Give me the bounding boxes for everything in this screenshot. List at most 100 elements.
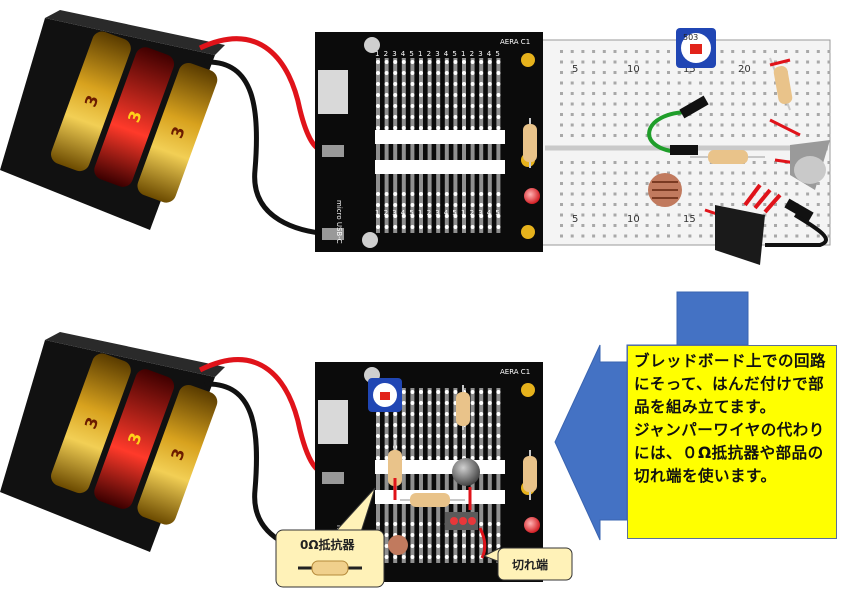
pcb-hole bbox=[427, 533, 432, 537]
breadboard-hole bbox=[677, 123, 681, 127]
breadboard-hole bbox=[613, 192, 617, 196]
pcb-hole bbox=[410, 192, 415, 196]
pcb-hole bbox=[444, 434, 449, 438]
pcb-hole bbox=[487, 71, 492, 75]
breadboard-hole bbox=[645, 60, 649, 64]
transistor-bottom bbox=[445, 512, 478, 530]
breadboard-hole bbox=[667, 71, 670, 74]
pcb-hole bbox=[444, 82, 449, 86]
breadboard-hole bbox=[774, 50, 777, 53]
pcb-hole bbox=[427, 390, 432, 394]
pcb-hole bbox=[384, 93, 389, 97]
pcb-hole bbox=[496, 82, 501, 86]
breadboard-hole bbox=[806, 102, 810, 106]
breadboard-hole bbox=[795, 60, 799, 64]
breadboard-hole bbox=[570, 182, 574, 185]
pcb-hole bbox=[393, 412, 398, 416]
breadboard-hole bbox=[581, 171, 585, 175]
pcb-row-number: 1 bbox=[375, 50, 379, 58]
breadboard-hole bbox=[667, 171, 670, 175]
breadboard-hole bbox=[688, 234, 692, 238]
pcb-hole bbox=[419, 522, 423, 526]
pcb-hole bbox=[436, 126, 441, 130]
pcb-hole bbox=[444, 137, 449, 141]
breadboard-hole bbox=[560, 113, 563, 116]
breadboard-hole bbox=[570, 213, 574, 217]
breadboard-hole bbox=[634, 161, 638, 164]
breadboard-hole bbox=[774, 161, 777, 164]
pcb-row-number: 2 bbox=[427, 209, 431, 217]
pcb-hole bbox=[436, 533, 441, 537]
pcb-hole bbox=[384, 214, 389, 218]
breadboard-hole bbox=[656, 71, 660, 74]
breadboard-hole bbox=[709, 81, 713, 85]
pcb-row-number: 3 bbox=[435, 50, 439, 58]
breadboard-hole bbox=[752, 123, 756, 127]
resistor-bottom-horizontal bbox=[400, 493, 465, 507]
pcb-hole bbox=[410, 412, 415, 416]
pcb-hole bbox=[376, 104, 380, 108]
pcb-hole bbox=[427, 401, 432, 405]
breadboard-hole bbox=[795, 182, 799, 185]
breadboard-hole bbox=[656, 81, 660, 85]
pcb-hole bbox=[479, 214, 484, 218]
pcb-hole bbox=[384, 544, 389, 548]
pcb-hole bbox=[462, 544, 466, 548]
pcb-row-number: 5 bbox=[452, 50, 456, 58]
pcb-hole bbox=[487, 137, 492, 141]
breadboard-hole bbox=[699, 192, 703, 196]
pcb-hole bbox=[479, 522, 484, 526]
breadboard-hole bbox=[720, 71, 724, 74]
breadboard-hole bbox=[624, 203, 628, 206]
pcb-hole bbox=[384, 137, 389, 141]
breadboard-hole bbox=[827, 123, 831, 127]
breadboard-hole bbox=[570, 92, 574, 95]
pcb-hole bbox=[436, 137, 441, 141]
pcb-strip bbox=[401, 58, 406, 233]
pcb-hole bbox=[479, 445, 484, 449]
pcb-hole bbox=[436, 60, 441, 64]
pcb-hole bbox=[419, 434, 423, 438]
breadboard-hole bbox=[741, 60, 745, 64]
pcb-hole bbox=[470, 192, 475, 196]
pcb-hole bbox=[444, 214, 449, 218]
pcb-row-number: 5 bbox=[495, 50, 499, 58]
pcb-hole bbox=[376, 192, 380, 196]
breadboard-hole bbox=[709, 182, 713, 185]
breadboard-hole bbox=[806, 60, 810, 64]
breadboard-hole bbox=[752, 71, 756, 74]
breadboard-hole bbox=[634, 60, 638, 64]
pcb-hole bbox=[444, 533, 449, 537]
breadboard-hole bbox=[570, 203, 574, 206]
pcb-strip bbox=[496, 388, 501, 563]
pcb-hole bbox=[453, 137, 458, 141]
pcb-hole bbox=[479, 82, 484, 86]
breadboard-hole bbox=[731, 123, 735, 127]
pcb-hole bbox=[384, 456, 389, 460]
pcb-hole bbox=[487, 544, 492, 548]
pcb-hole bbox=[487, 192, 492, 196]
pcb-hole bbox=[479, 93, 484, 97]
pcb-row-number: 4 bbox=[401, 50, 406, 58]
breadboard-hole bbox=[613, 102, 617, 106]
breadboard-hole bbox=[688, 123, 692, 127]
breadboard-hole bbox=[570, 192, 574, 196]
pcb-hole bbox=[436, 192, 441, 196]
breadboard-hole bbox=[827, 182, 831, 185]
pcb-hole bbox=[444, 104, 449, 108]
red-wire-bottom bbox=[198, 357, 331, 477]
breadboard-hole bbox=[699, 234, 703, 238]
breadboard-hole bbox=[699, 71, 703, 74]
pcb-hole bbox=[410, 467, 415, 471]
breadboard-hole bbox=[795, 113, 799, 116]
pcb-hole bbox=[384, 434, 389, 438]
breadboard-hole bbox=[560, 134, 563, 137]
breadboard-hole bbox=[774, 224, 777, 227]
breadboard-hole bbox=[699, 171, 703, 175]
pcb-hole bbox=[470, 412, 475, 416]
pcb-hole bbox=[376, 126, 380, 130]
pcb-row-number: 4 bbox=[487, 209, 492, 217]
breadboard-hole bbox=[624, 213, 628, 217]
pcb-hole bbox=[436, 544, 441, 548]
breadboard-hole bbox=[816, 134, 820, 137]
